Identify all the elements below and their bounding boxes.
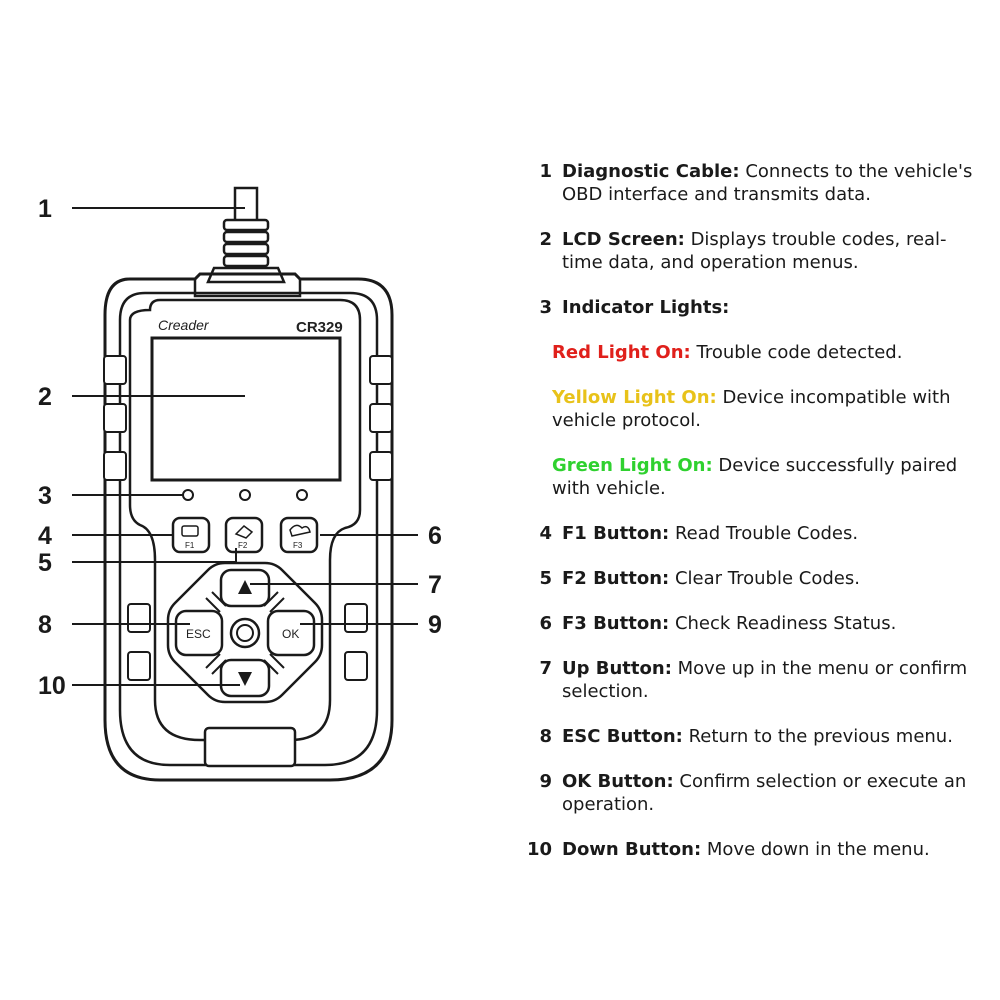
engine-icon	[181, 525, 199, 537]
light-yellow-desc: Device incompatible with vehicle protoco…	[552, 387, 951, 431]
legend-term: OK Button:	[562, 771, 674, 792]
legend-item-4: 4 F1 Button: Read Trouble Codes.	[515, 522, 985, 545]
legend-item-6: 6 F3 Button: Check Readiness Status.	[515, 612, 985, 635]
brand-logo: Creader	[158, 317, 210, 333]
eraser-icon	[234, 525, 254, 539]
lcd-screen	[150, 336, 342, 482]
light-green-label: Green Light On:	[552, 455, 713, 476]
legend-item-10: 10 Down Button: Move down in the menu.	[515, 838, 985, 861]
up-arrow-icon	[238, 580, 252, 594]
legend-number: 4	[539, 523, 552, 544]
legend-desc: Return to the previous menu.	[688, 726, 953, 747]
legend-term: Indicator Lights:	[562, 297, 730, 318]
legend-desc: Check Readiness Status.	[674, 613, 897, 634]
legend-term: F3 Button:	[562, 613, 670, 634]
legend-item-1: 1 Diagnostic Cable: Connects to the vehi…	[515, 160, 985, 206]
f2-button[interactable]: F2	[224, 516, 264, 554]
esc-button[interactable]: ESC	[174, 609, 224, 657]
callout-9: 9	[428, 611, 442, 639]
svg-text:OK: OK	[282, 627, 299, 641]
callout-10: 10	[38, 672, 66, 700]
legend-term: Up Button:	[562, 658, 672, 679]
callout-4: 4	[38, 522, 52, 550]
indicator-light-yellow	[239, 489, 251, 501]
callout-lines	[72, 207, 418, 686]
legend-desc: Confirm selection or execute an operatio…	[562, 771, 967, 815]
legend-desc: Move up in the menu or confirm selection…	[562, 658, 968, 702]
model-label: CR329	[296, 319, 343, 336]
legend-item-7: 7 Up Button: Move up in the menu or conf…	[515, 657, 985, 703]
legend-term: Diagnostic Cable:	[562, 161, 740, 182]
callout-8: 8	[38, 611, 52, 639]
legend: 1 Diagnostic Cable: Connects to the vehi…	[515, 160, 985, 883]
callout-1: 1	[38, 195, 52, 223]
up-button[interactable]	[219, 568, 271, 608]
legend-number: 9	[539, 771, 552, 792]
svg-text:ESC: ESC	[186, 627, 211, 641]
legend-term: LCD Screen:	[562, 229, 685, 250]
legend-term: Down Button:	[562, 839, 702, 860]
legend-number: 3	[539, 297, 552, 318]
f3-button[interactable]: F3	[279, 516, 319, 554]
legend-item-8: 8 ESC Button: Return to the previous men…	[515, 725, 985, 748]
legend-number: 10	[526, 839, 552, 860]
readiness-icon	[289, 524, 311, 537]
legend-number: 5	[539, 568, 552, 589]
callout-3: 3	[38, 482, 52, 510]
device-diagram: Creader CR329 F1 F2 F3 ESC	[38, 186, 442, 782]
light-red: Red Light On: Trouble code detected.	[552, 341, 985, 364]
svg-text:F3: F3	[293, 541, 303, 550]
f1-button[interactable]: F1	[171, 516, 211, 554]
legend-desc: Move down in the menu.	[706, 839, 930, 860]
callout-2: 2	[38, 383, 52, 411]
svg-text:F1: F1	[185, 541, 195, 550]
center-button[interactable]	[229, 617, 261, 649]
down-arrow-icon	[238, 672, 252, 686]
legend-term: F1 Button:	[562, 523, 670, 544]
svg-text:F2: F2	[238, 541, 248, 550]
legend-number: 1	[539, 161, 552, 182]
callout-6: 6	[428, 522, 442, 550]
callout-5: 5	[38, 549, 52, 577]
indicator-light-green	[296, 489, 308, 501]
legend-item-3: 3 Indicator Lights:	[515, 296, 985, 319]
legend-desc: Displays trouble codes, real-time data, …	[562, 229, 947, 273]
light-red-desc: Trouble code detected.	[696, 342, 903, 363]
light-red-label: Red Light On:	[552, 342, 691, 363]
legend-desc: Read Trouble Codes.	[674, 523, 859, 544]
legend-number: 8	[539, 726, 552, 747]
legend-desc: Clear Trouble Codes.	[674, 568, 860, 589]
down-button[interactable]	[219, 658, 271, 698]
diagnostic-cable	[206, 186, 286, 284]
legend-number: 7	[539, 658, 552, 679]
legend-item-2: 2 LCD Screen: Displays trouble codes, re…	[515, 228, 985, 274]
legend-number: 6	[539, 613, 552, 634]
light-green: Green Light On: Device successfully pair…	[552, 454, 985, 500]
indicator-light-red	[182, 489, 194, 501]
legend-desc: Connects to the vehicle's OBD interface …	[562, 161, 973, 205]
legend-item-5: 5 F2 Button: Clear Trouble Codes.	[515, 567, 985, 590]
legend-number: 2	[539, 229, 552, 250]
light-yellow: Yellow Light On: Device incompatible wit…	[552, 386, 985, 432]
legend-term: F2 Button:	[562, 568, 670, 589]
light-yellow-label: Yellow Light On:	[552, 387, 717, 408]
callout-7: 7	[428, 571, 442, 599]
legend-item-9: 9 OK Button: Confirm selection or execut…	[515, 770, 985, 816]
light-green-desc: Device successfully paired with vehicle.	[552, 455, 958, 499]
ok-button[interactable]: OK	[266, 609, 316, 657]
legend-term: ESC Button:	[562, 726, 683, 747]
